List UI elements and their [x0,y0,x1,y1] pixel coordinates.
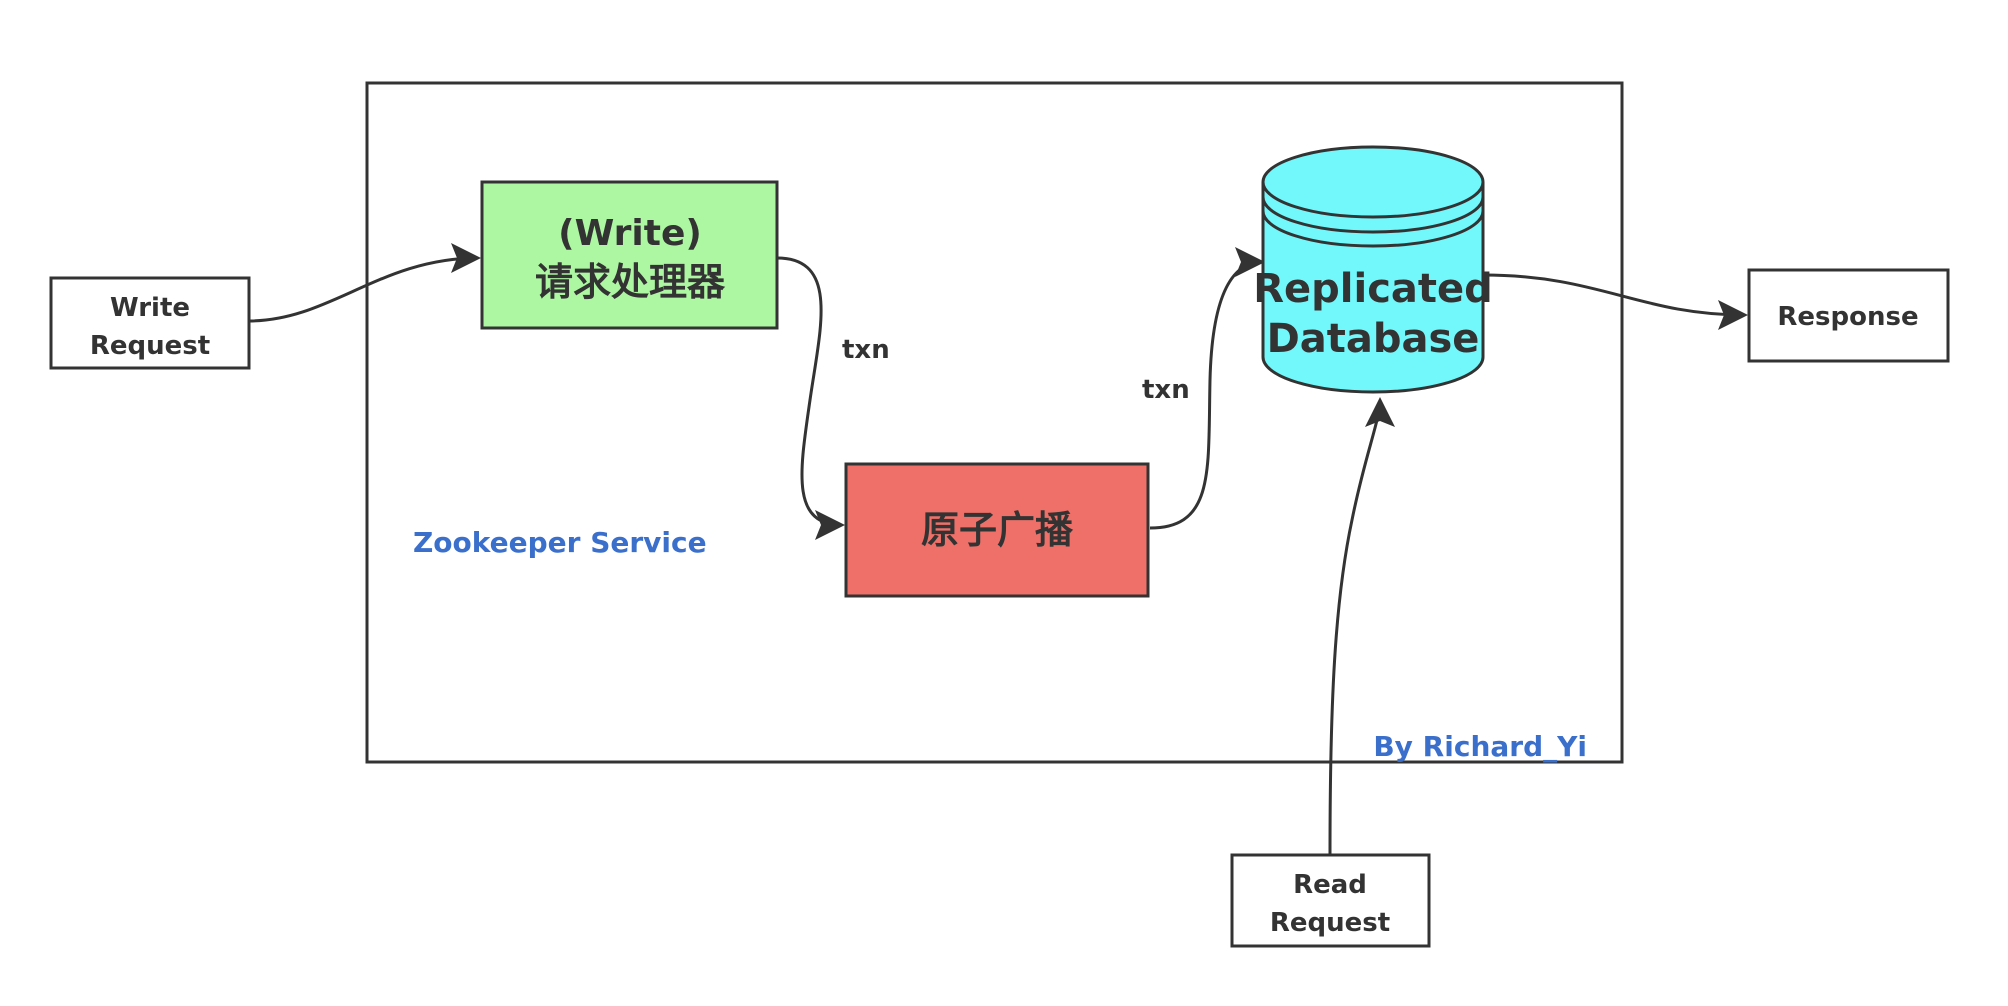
request-processor-node[interactable]: (Write) 请求处理器 [480,180,779,330]
edge-processor-to-broadcast [776,256,845,540]
response-node[interactable]: Response [1747,268,1950,363]
replicated-database-node[interactable]: Replicated Database [1253,145,1493,394]
replicated-database-line1: Replicated [1253,266,1493,312]
edge-read-to-db [1328,397,1395,856]
zookeeper-service-label: Zookeeper Service [413,526,707,559]
author-label: By Richard_Yi [1373,730,1587,763]
response-label: Response [1777,302,1918,332]
edge-label-txn-2: txn [1142,375,1190,405]
write-request-line2: Request [90,331,210,361]
edge-db-to-response [1482,273,1748,330]
replicated-database-line2: Database [1267,316,1480,362]
zookeeper-service-frame [365,81,1624,764]
request-processor-line2: 请求处理器 [535,260,726,304]
edge-write-to-processor [248,243,481,323]
edge-broadcast-to-db [1149,247,1265,530]
write-request-line1: Write [110,293,190,323]
read-request-line2: Request [1270,908,1390,938]
write-request-node[interactable]: Write Request [49,276,251,370]
atomic-broadcast-node[interactable]: 原子广播 [844,462,1150,598]
request-processor-line1: (Write) [558,213,702,254]
read-request-line1: Read [1293,870,1367,900]
edge-label-txn-1: txn [842,335,890,365]
atomic-broadcast-label: 原子广播 [921,508,1074,552]
read-request-node[interactable]: Read Request [1230,853,1431,948]
